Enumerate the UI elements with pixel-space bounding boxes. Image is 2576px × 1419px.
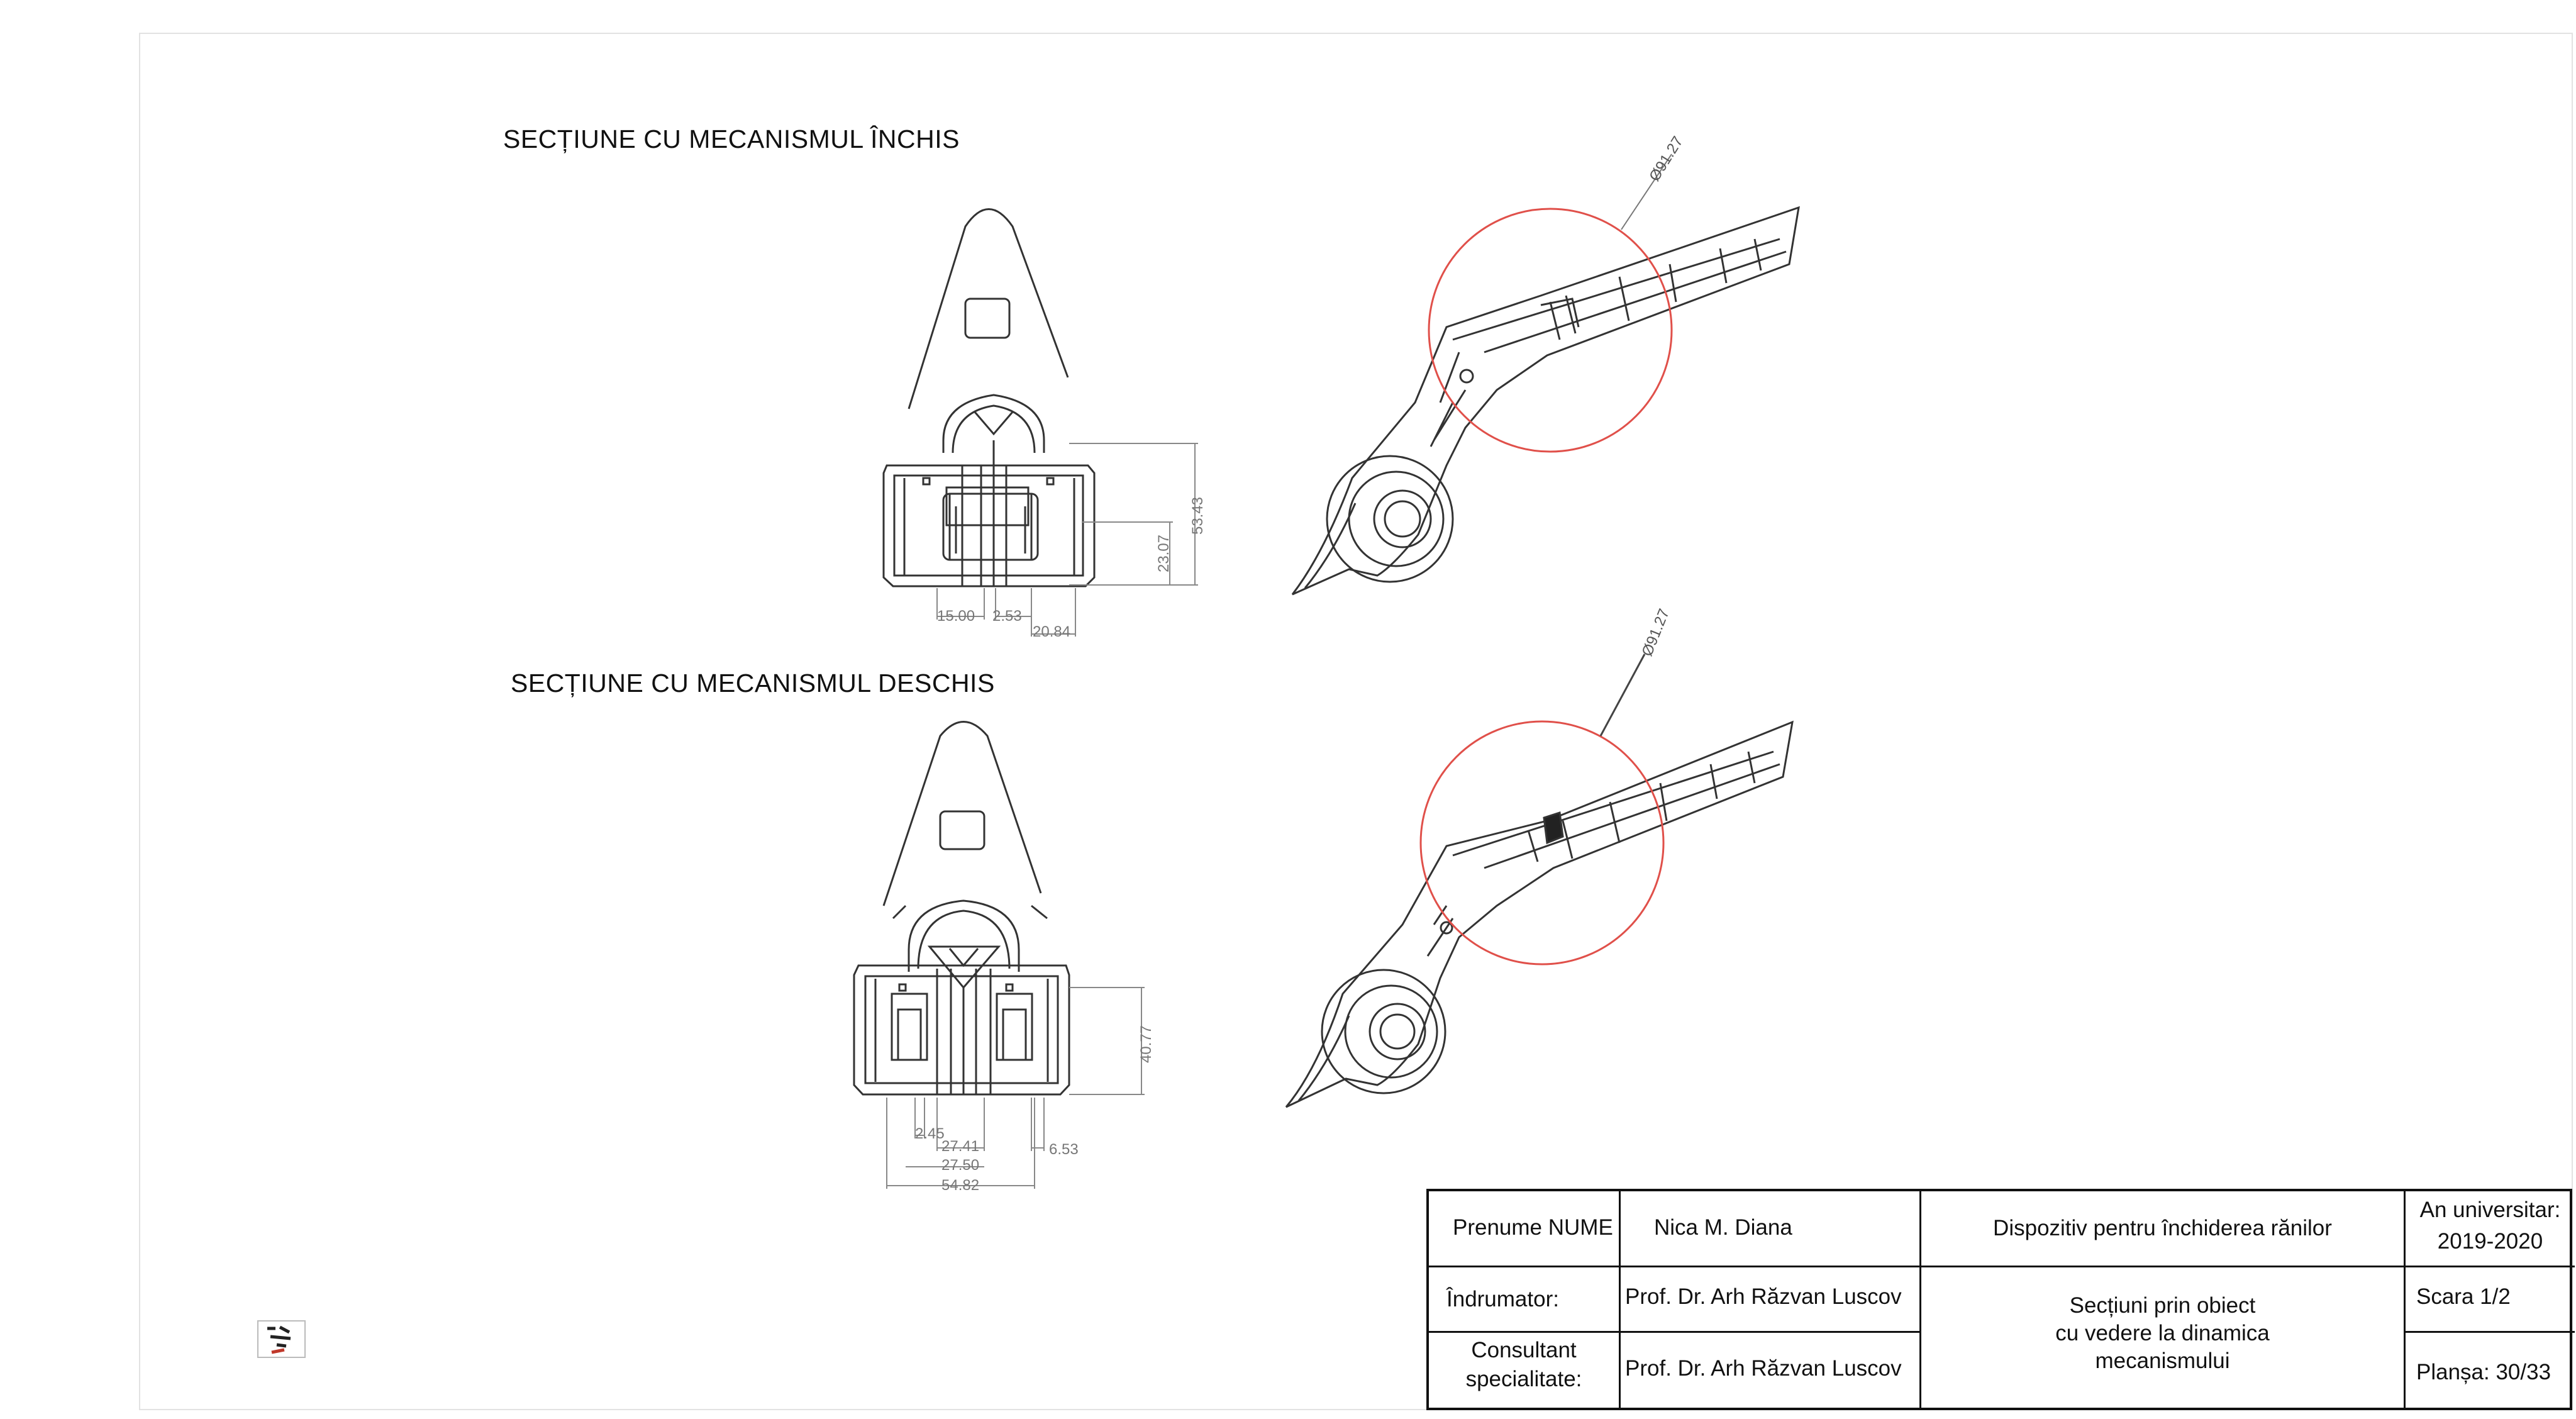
tb-hline-5 xyxy=(2404,1331,2575,1333)
open-dim-mid-span: 27.50 xyxy=(941,1157,979,1174)
tb-hline-1 xyxy=(1429,1266,1919,1267)
sheet-subject: Secțiuni prin obiect cu vedere la dinami… xyxy=(1921,1292,2404,1375)
closed-front-section xyxy=(882,208,1198,637)
closed-dim-inner-height: 23.07 xyxy=(1155,535,1172,572)
open-dim-overall-width: 54.82 xyxy=(941,1177,979,1194)
closed-dim-left-offset: 15.00 xyxy=(937,608,975,625)
name-label: Prenume NUME xyxy=(1453,1215,1613,1240)
open-dim-height: 40.77 xyxy=(1138,1025,1155,1063)
advisor-value: Prof. Dr. Arh Răzvan Luscov xyxy=(1625,1284,1902,1309)
sheet-subject-line-1: Secțiuni prin obiect xyxy=(2069,1293,2256,1318)
tb-divider-3 xyxy=(2404,1191,2406,1408)
closed-side-view xyxy=(1291,206,1800,596)
title-block: Prenume NUME Nica M. Diana Dispozitiv pe… xyxy=(1426,1189,2575,1410)
logo-mark xyxy=(257,1320,306,1358)
tb-hline-3 xyxy=(2404,1266,2575,1267)
consultant-label-line-2: specialitate: xyxy=(1465,1367,1582,1391)
scale: Scara 1/2 xyxy=(2416,1284,2511,1309)
tb-hline-4 xyxy=(1429,1331,1919,1333)
consultant-value: Prof. Dr. Arh Răzvan Luscov xyxy=(1625,1356,1902,1381)
closed-section-title: SECȚIUNE CU MECANISMUL ÎNCHIS xyxy=(503,125,960,153)
open-detail-diameter-label: Ø91.27 xyxy=(1639,606,1674,659)
open-front-section xyxy=(853,721,1145,1189)
advisor-label: Îndrumator: xyxy=(1446,1287,1559,1311)
closed-dim-width: 20.84 xyxy=(1033,623,1070,640)
closed-detail-diameter-label: Ø91.27 xyxy=(1646,133,1687,184)
open-side-view xyxy=(1285,720,1794,1108)
sheet-subject-line-2: cu vedere la dinamica xyxy=(2055,1321,2270,1345)
closed-dim-overall-height: 53.43 xyxy=(1189,497,1206,535)
project-title: Dispozitiv pentru închiderea rănilor xyxy=(1993,1216,2332,1240)
consultant-label-line-1: Consultant xyxy=(1471,1338,1577,1362)
year-label: An universitar: xyxy=(2419,1198,2561,1222)
consultant-label: Consultant specialitate: xyxy=(1429,1336,1619,1394)
open-dim-right-offset: 6.53 xyxy=(1049,1141,1079,1158)
sheet-number: Planșa: 30/33 xyxy=(2416,1360,2551,1384)
open-section-title: SECȚIUNE CU MECANISMUL DESCHIS xyxy=(511,669,995,698)
closed-dim-gap: 2.53 xyxy=(992,608,1022,625)
sheet-subject-line-3: mecanismului xyxy=(2095,1349,2230,1373)
closed-detail-circle: Ø91.27 xyxy=(1428,133,1687,453)
drawing-sheet-border xyxy=(139,33,2573,1410)
open-dim-inner-span: 27.41 xyxy=(941,1138,979,1155)
year-value: 2019-2020 xyxy=(2437,1229,2543,1254)
tb-divider-1 xyxy=(1619,1191,1621,1408)
open-dim-gap: 2.45 xyxy=(915,1125,945,1142)
tb-divider-2 xyxy=(1919,1191,1921,1408)
tb-hline-2 xyxy=(1919,1266,2404,1267)
name-value: Nica M. Diana xyxy=(1654,1215,1792,1240)
